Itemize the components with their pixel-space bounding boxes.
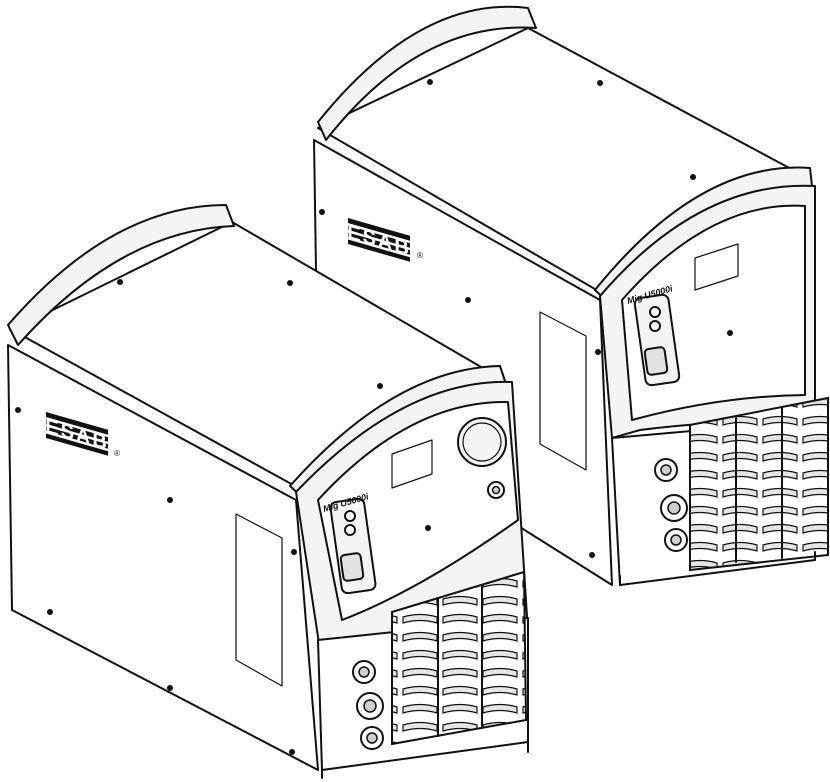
side-label-area	[539, 311, 587, 471]
plate-connector-core	[491, 485, 501, 495]
screws	[319, 79, 733, 558]
side-panel	[7, 344, 319, 771]
connector-core	[660, 464, 672, 476]
welding-machine-front: ESAB ® Mig U5000i	[7, 204, 529, 779]
rotary-knob[interactable]	[643, 346, 669, 376]
ventilation-grill	[391, 570, 528, 746]
indicator-led	[649, 306, 661, 318]
grill-dividers	[735, 407, 783, 563]
front-handle	[7, 204, 235, 346]
connector-core	[363, 699, 377, 713]
connector-core	[670, 534, 682, 546]
ventilation-grill	[689, 396, 829, 572]
connector-core	[366, 732, 378, 744]
indicator-led	[649, 320, 661, 332]
registered-mark: ®	[417, 251, 423, 260]
feet	[619, 551, 816, 586]
connector-core	[358, 666, 370, 678]
display-window	[391, 439, 433, 489]
screws	[15, 279, 431, 755]
side-label-area	[235, 513, 283, 687]
round-gauge	[457, 417, 507, 467]
feet	[321, 741, 529, 779]
display-window	[694, 243, 739, 291]
grill-dividers	[437, 584, 483, 737]
connector-core	[667, 501, 681, 515]
welding-machine-back: ESAB ® Mig U5000i	[313, 5, 829, 586]
indicator-led	[344, 524, 356, 536]
rotary-knob[interactable]	[339, 552, 365, 582]
gauge-rim	[462, 422, 502, 462]
front-handle	[317, 5, 537, 141]
registered-mark: ®	[114, 449, 120, 458]
indicator-led	[344, 510, 356, 522]
